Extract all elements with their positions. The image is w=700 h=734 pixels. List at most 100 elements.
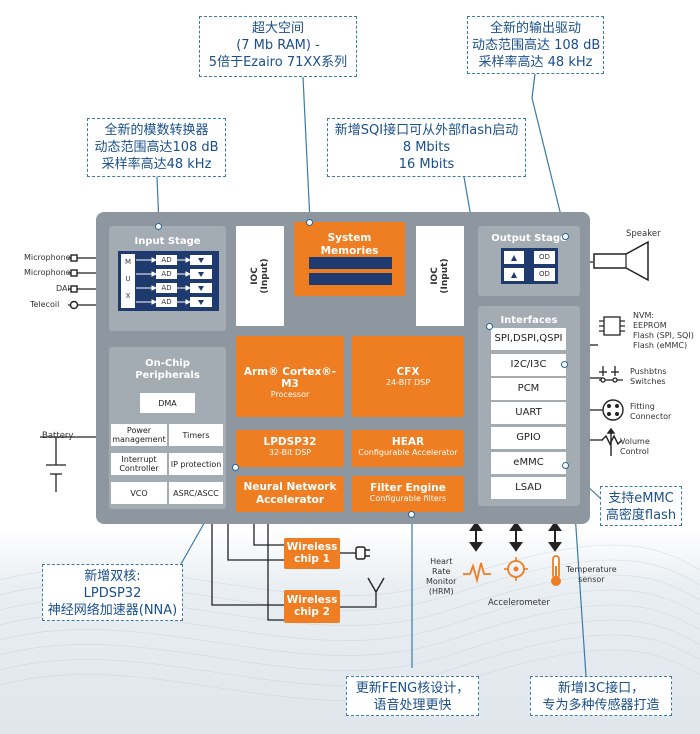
ioc-right-label: IOC(Input) (430, 258, 450, 293)
lpdsp-sub: 32-Bit DSP (268, 448, 312, 457)
callout-adc-line3: 采样率高达48 kHz (101, 157, 212, 172)
callout-output-line2: 动态范围高达 108 dB (472, 38, 601, 53)
interface-pcm: PCM (491, 378, 566, 400)
input-stage-arrows (136, 255, 212, 307)
callout-i3c: 新增I3C接口， 专为多种传感器打造 (530, 676, 672, 716)
wireless2-line2: chip 2 (294, 606, 330, 618)
callout-memory-line2: (7 Mb RAM) - (236, 38, 320, 53)
heart-rate-icon (463, 562, 491, 584)
interface-lsad: LSAD (491, 477, 566, 499)
interface-i2c-i3c: I2C/I3C (491, 354, 566, 376)
callout-i3c-line1: 新增I3C接口， (557, 681, 645, 696)
memory-bar-2 (309, 273, 392, 285)
hrm-line1: Heart (430, 557, 453, 566)
cfx-sub: 24-BIT DSP (385, 378, 431, 387)
callout-i3c-line2: 专为多种传感器打造 (542, 698, 660, 713)
ioc-left-title: IOC (250, 267, 260, 285)
cfx-title: CFX (396, 366, 420, 378)
callout-memory: 超大空间 (7 Mb RAM) - 5倍于Ezairo 71XX系列 (199, 16, 357, 77)
pushbtns-line2: Switches (630, 377, 666, 386)
arm-title: Arm® Cortex®-M3 (243, 366, 337, 390)
fitting-line2: Connector (630, 412, 672, 421)
peripherals-title: On-Chip Peripherals (135, 358, 200, 381)
nvm-line3: Flash (SPI, SQI) (633, 331, 694, 340)
interface-emmc: eMMC (491, 452, 566, 474)
power-management-block: Power management (111, 424, 167, 446)
callout-adc: 全新的模数转换器 动态范围高达108 dB 采样率高达48 kHz (87, 118, 226, 177)
volume-control-icon (601, 428, 623, 456)
callout-memory-line1: 超大空间 (251, 21, 304, 36)
pushbtns-label: Pushbtns Switches (630, 367, 666, 387)
nvm-line2: EEPROM (633, 321, 667, 330)
filter-title: Filter Engine (370, 482, 446, 494)
callout-memory-line3: 5倍于Ezairo 71XX系列 (208, 55, 348, 70)
dma-block: DMA (140, 393, 195, 413)
wireless-chip-2: Wireless chip 2 (284, 590, 340, 623)
pushbtns-line1: Pushbtns (630, 367, 667, 376)
accelerometer-label: Accelerometer (488, 598, 550, 608)
nna-title: Neural Network Accelerator (243, 481, 337, 506)
temperature-label: Temperature sensor (566, 565, 617, 585)
anchor-dot-emmc (562, 462, 569, 469)
hrm-line4: (HRM) (428, 587, 454, 596)
dai-label: DAI (56, 284, 70, 293)
plug-icon (355, 546, 370, 560)
hrm-line3: Monitor (426, 577, 457, 586)
microphone-1-label: Microphone (24, 253, 71, 262)
ip-protection-block: IP protection (169, 453, 223, 475)
ioc-left-label: IOC(Input) (250, 258, 270, 293)
fitting-connector-icon (602, 399, 624, 421)
wireless1-line2: chip 1 (294, 553, 330, 565)
fitting-label: Fitting Connector (630, 402, 671, 422)
callout-nna-line1: 新增双核: (84, 569, 141, 584)
callout-feng: 更新FENG核设计， 语音处理更快 (346, 676, 479, 716)
interrupt-controller-block: Interrupt Controller (111, 453, 167, 475)
battery-label: Battery (42, 431, 74, 441)
anchor-dot-feng (408, 511, 415, 518)
lpdsp-title: LPDSP32 (263, 436, 317, 448)
volume-line2: Control (620, 447, 649, 456)
ioc-input-right: IOC(Input) (416, 226, 464, 326)
callout-output-line1: 全新的输出驱动 (489, 21, 581, 36)
interface-uart: UART (491, 402, 566, 424)
filter-engine-block: Filter Engine Configurable filters (352, 476, 464, 512)
telecoil-label: Telecoil (30, 300, 60, 309)
callout-emmc: 支持eMMC 高密度flash (600, 486, 682, 526)
mux-letter-u: U (125, 275, 131, 283)
lpdsp32-block: LPDSP32 32-Bit DSP (236, 430, 344, 467)
hrm-label: Heart Rate Monitor (HRM) (426, 557, 456, 597)
asrc-ascc-block: ASRC/ASCC (169, 482, 223, 504)
callout-sqi-line3: 16 Mbits (398, 157, 455, 172)
mux-letter-m: M (124, 258, 132, 266)
mux-letter-x: X (125, 292, 131, 300)
callout-nna-line2: LPDSP32 (83, 586, 142, 601)
memory-bar-1 (309, 257, 392, 269)
volume-label: Volume Control (620, 437, 650, 457)
callout-emmc-line1: 支持eMMC (608, 491, 674, 506)
callout-output-driver: 全新的输出驱动 动态范围高达 108 dB 采样率高达 48 kHz (467, 16, 604, 74)
arm-cortex-m3-block: Arm® Cortex®-M3 Processor (236, 336, 344, 417)
callout-adc-line2: 动态范围高达108 dB (94, 140, 219, 155)
anchor-dot-memory (306, 219, 313, 226)
callout-emmc-line2: 高密度flash (605, 508, 677, 523)
volume-line1: Volume (620, 437, 650, 446)
accelerometer-icon (504, 557, 528, 581)
output-up-arrows (511, 255, 517, 278)
timers-block: Timers (169, 424, 223, 446)
nvm-label: NVM: EEPROM Flash (SPI, SQI) Flash (eMMC… (633, 311, 694, 351)
interfaces-title: Interfaces (500, 315, 558, 326)
hear-title: HEAR (391, 436, 425, 448)
anchor-dot-output (562, 233, 569, 240)
ad-converter-4: AD (156, 297, 177, 307)
input-connector-icons (70, 254, 79, 310)
anchor-dot-sqi (486, 323, 493, 330)
callout-sqi: 新增SQI接口可从外部flash启动 8 Mbits 16 Mbits (327, 118, 526, 177)
interface-gpio: GPIO (491, 427, 566, 449)
wireless1-line1: Wireless (286, 541, 338, 553)
nvm-line4: Flash (eMMC) (633, 341, 688, 350)
ioc-left-sub: (Input) (260, 258, 270, 294)
od-driver-1: OD (534, 251, 555, 264)
vco-block: VCO (111, 482, 167, 504)
callout-feng-line2: 语音处理更快 (373, 698, 452, 713)
